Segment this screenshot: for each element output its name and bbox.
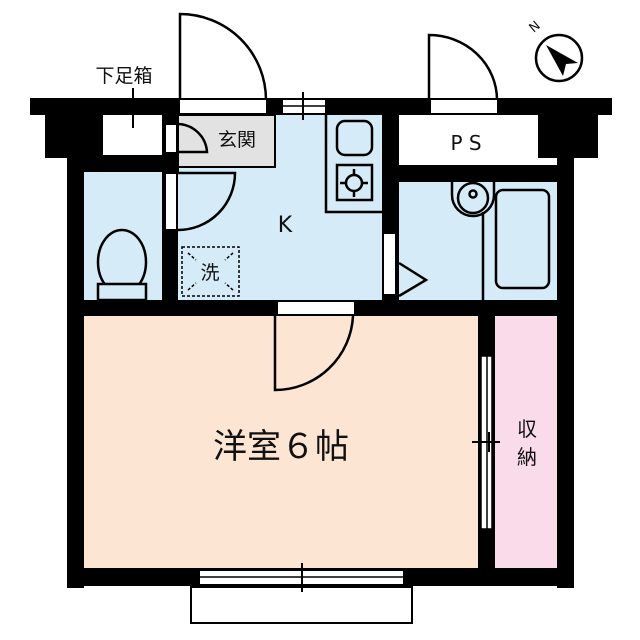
kitchen-window xyxy=(283,92,325,120)
sink-icon xyxy=(335,119,374,157)
shoe-box-label: 下足箱 xyxy=(95,65,152,87)
pipe-space-door[interactable] xyxy=(427,33,499,113)
toilet-room xyxy=(84,172,162,300)
pipe-space-label: P S xyxy=(450,131,481,155)
western-room-label: 洋室６帖 xyxy=(213,427,349,467)
compass-north-icon: N xyxy=(527,18,584,83)
washbasin-icon xyxy=(450,181,496,300)
balcony xyxy=(190,586,413,624)
toilet-icon xyxy=(96,228,148,302)
pipe-space xyxy=(399,115,539,165)
washer-space-icon xyxy=(181,246,240,297)
bathroom-door[interactable] xyxy=(384,234,429,298)
kitchen-label: K xyxy=(278,213,293,238)
storage-label-1: 収 xyxy=(517,417,537,441)
entrance-label: 玄関 xyxy=(218,129,256,151)
entrance-door[interactable] xyxy=(178,12,268,113)
north-label: N xyxy=(527,18,544,36)
washer-label: 洗 xyxy=(200,262,219,284)
stove-burner-icon xyxy=(335,163,374,202)
closet-sliding-door[interactable] xyxy=(472,355,500,530)
storage-closet xyxy=(495,316,557,568)
kitchen-counter xyxy=(324,115,382,214)
shoe-box-door[interactable] xyxy=(166,122,209,154)
western-room xyxy=(84,316,478,568)
storage-label-2: 納 xyxy=(517,445,537,469)
room-door[interactable] xyxy=(273,302,355,392)
toilet-door[interactable] xyxy=(166,171,237,232)
bathtub-icon xyxy=(494,188,551,290)
